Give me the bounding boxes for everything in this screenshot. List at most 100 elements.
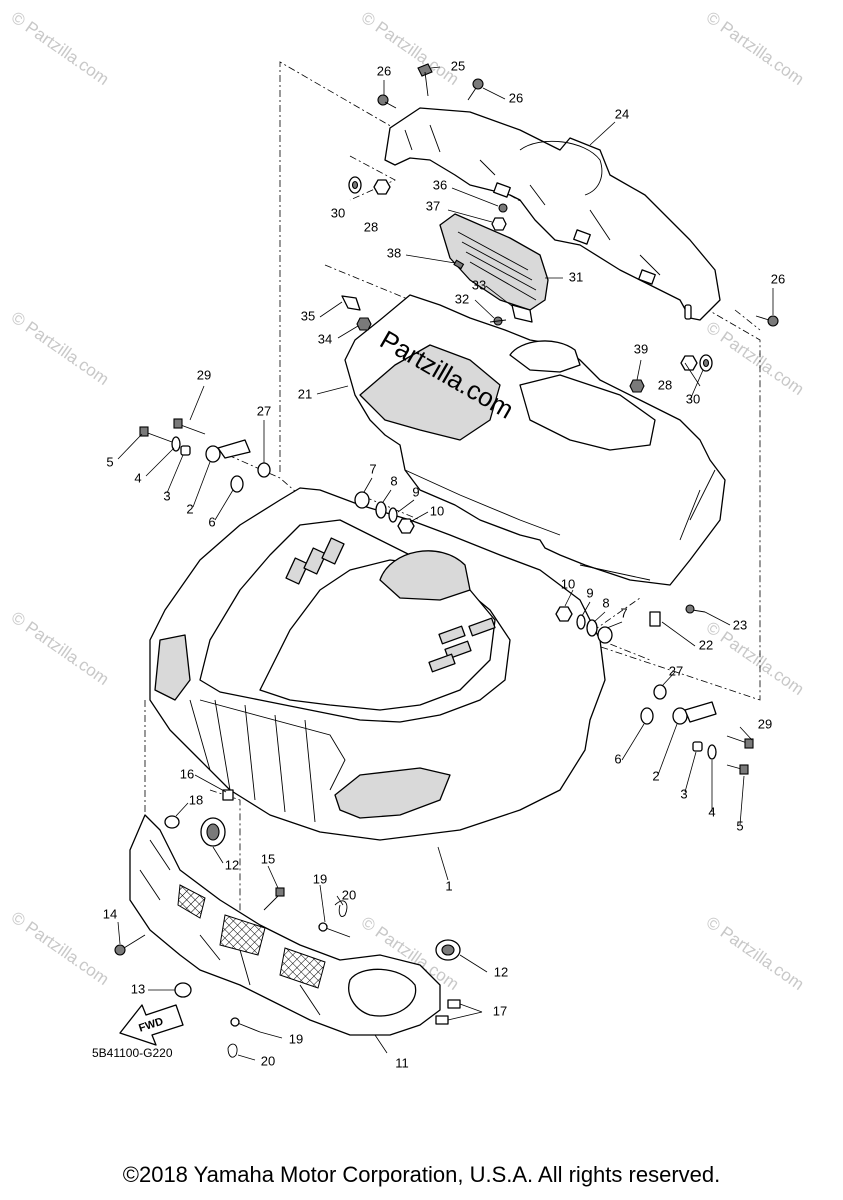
callout-3: 3	[163, 488, 170, 503]
grommet-6-left	[230, 475, 244, 493]
callout-18: 18	[189, 792, 203, 807]
hood-vents	[285, 537, 496, 673]
nut-28b	[680, 355, 698, 371]
watermark: © Partzilla.com	[8, 608, 113, 689]
callout-7: 7	[620, 605, 627, 620]
leader-lines	[117, 66, 774, 1061]
bolt-14	[114, 934, 146, 956]
clip-17a	[447, 999, 461, 1009]
bolt-5-right	[726, 764, 749, 775]
watermark: © Partzilla.com	[703, 8, 808, 89]
grommet-12-left	[200, 817, 226, 847]
pin-19-upper	[318, 922, 351, 938]
watermark: © Partzilla.com	[703, 318, 808, 399]
callout-2: 2	[652, 768, 659, 783]
callout-37: 37	[426, 198, 440, 213]
screw-36	[498, 203, 508, 213]
screw-23	[685, 604, 706, 614]
clip-26-right	[755, 315, 779, 327]
forward-direction-arrow: FWD	[119, 1004, 184, 1046]
watermark: © Partzilla.com	[8, 8, 113, 89]
watermark: © Partzilla.com	[8, 908, 113, 989]
grommet-30	[348, 176, 362, 194]
clip-16	[222, 789, 234, 801]
callout-25: 25	[451, 58, 465, 73]
callout-30: 30	[331, 205, 345, 220]
grommet-18	[164, 815, 180, 829]
callout-12: 12	[225, 857, 239, 872]
nut-10b	[555, 606, 573, 622]
callout-23: 23	[733, 617, 747, 632]
callout-10: 10	[430, 503, 444, 518]
callout-32: 32	[455, 291, 469, 306]
callout-26: 26	[377, 63, 391, 78]
callout-4: 4	[708, 804, 715, 819]
front-hood	[149, 487, 606, 841]
callout-8: 8	[602, 595, 609, 610]
louver-panel	[439, 213, 549, 311]
watermark: © Partzilla.com	[703, 618, 808, 699]
callout-8: 8	[390, 473, 397, 488]
washer-9	[388, 507, 398, 523]
callout-1: 1	[445, 878, 452, 893]
bracket-33	[511, 304, 533, 323]
grommet-7b	[597, 626, 613, 644]
callout-5: 5	[106, 454, 113, 469]
callout-14: 14	[103, 906, 117, 921]
callout-6: 6	[614, 751, 621, 766]
callout-27: 27	[669, 663, 683, 678]
callout-3: 3	[680, 786, 687, 801]
grommet-30b	[699, 354, 713, 372]
watermark: © Partzilla.com	[8, 308, 113, 389]
callout-29: 29	[758, 716, 772, 731]
callout-36: 36	[433, 177, 447, 192]
clip-17b	[435, 1015, 449, 1025]
washer-4-left	[171, 436, 181, 452]
callout-9: 9	[412, 484, 419, 499]
nut-28	[373, 179, 391, 195]
clip-26-left	[377, 94, 397, 109]
grommet-12-right	[435, 939, 461, 961]
callout-33: 33	[472, 277, 486, 292]
front-bumper	[129, 814, 441, 1036]
callout-2: 2	[186, 501, 193, 516]
bracket-2-left	[205, 439, 251, 463]
fasteners	[114, 63, 779, 1058]
rear-upper-cover	[384, 107, 721, 321]
bracket-35	[341, 295, 361, 311]
clip-20-upper	[334, 900, 348, 917]
callout-24: 24	[615, 106, 629, 121]
callout-17: 17	[493, 1003, 507, 1018]
nut-10	[397, 518, 415, 534]
grommet-6-right	[640, 707, 654, 725]
watermark: © Partzilla.com	[703, 913, 808, 994]
bolt-5-left	[139, 426, 173, 443]
callout-7: 7	[369, 461, 376, 476]
callout-15: 15	[261, 851, 275, 866]
callout-20: 20	[261, 1053, 275, 1068]
pin-38	[453, 259, 465, 270]
callout-20: 20	[342, 887, 356, 902]
washer-9b	[576, 614, 586, 630]
callout-6: 6	[208, 514, 215, 529]
callout-28: 28	[658, 377, 672, 392]
callout-22: 22	[699, 637, 713, 652]
bolt-29-right	[726, 735, 754, 749]
nut-39	[629, 379, 645, 393]
nut-27-right	[653, 684, 667, 700]
callout-19: 19	[313, 871, 327, 886]
nut-34	[356, 317, 372, 331]
callout-39: 39	[634, 341, 648, 356]
callout-12: 12	[494, 964, 508, 979]
callout-27: 27	[257, 403, 271, 418]
callout-9: 9	[586, 585, 593, 600]
callout-5: 5	[736, 818, 743, 833]
bracket-2-right	[672, 701, 717, 725]
copyright-notice: ©2018 Yamaha Motor Corporation, U.S.A. A…	[122, 1162, 721, 1187]
pin-19-lower	[230, 1017, 261, 1033]
washer-8	[375, 501, 387, 519]
nut-27-left	[257, 462, 271, 478]
callout-labels: 25 26 26 24 26 36 37 38 31 33 32 30 28 3…	[103, 58, 785, 1070]
callout-21: 21	[298, 386, 312, 401]
callout-28: 28	[364, 219, 378, 234]
